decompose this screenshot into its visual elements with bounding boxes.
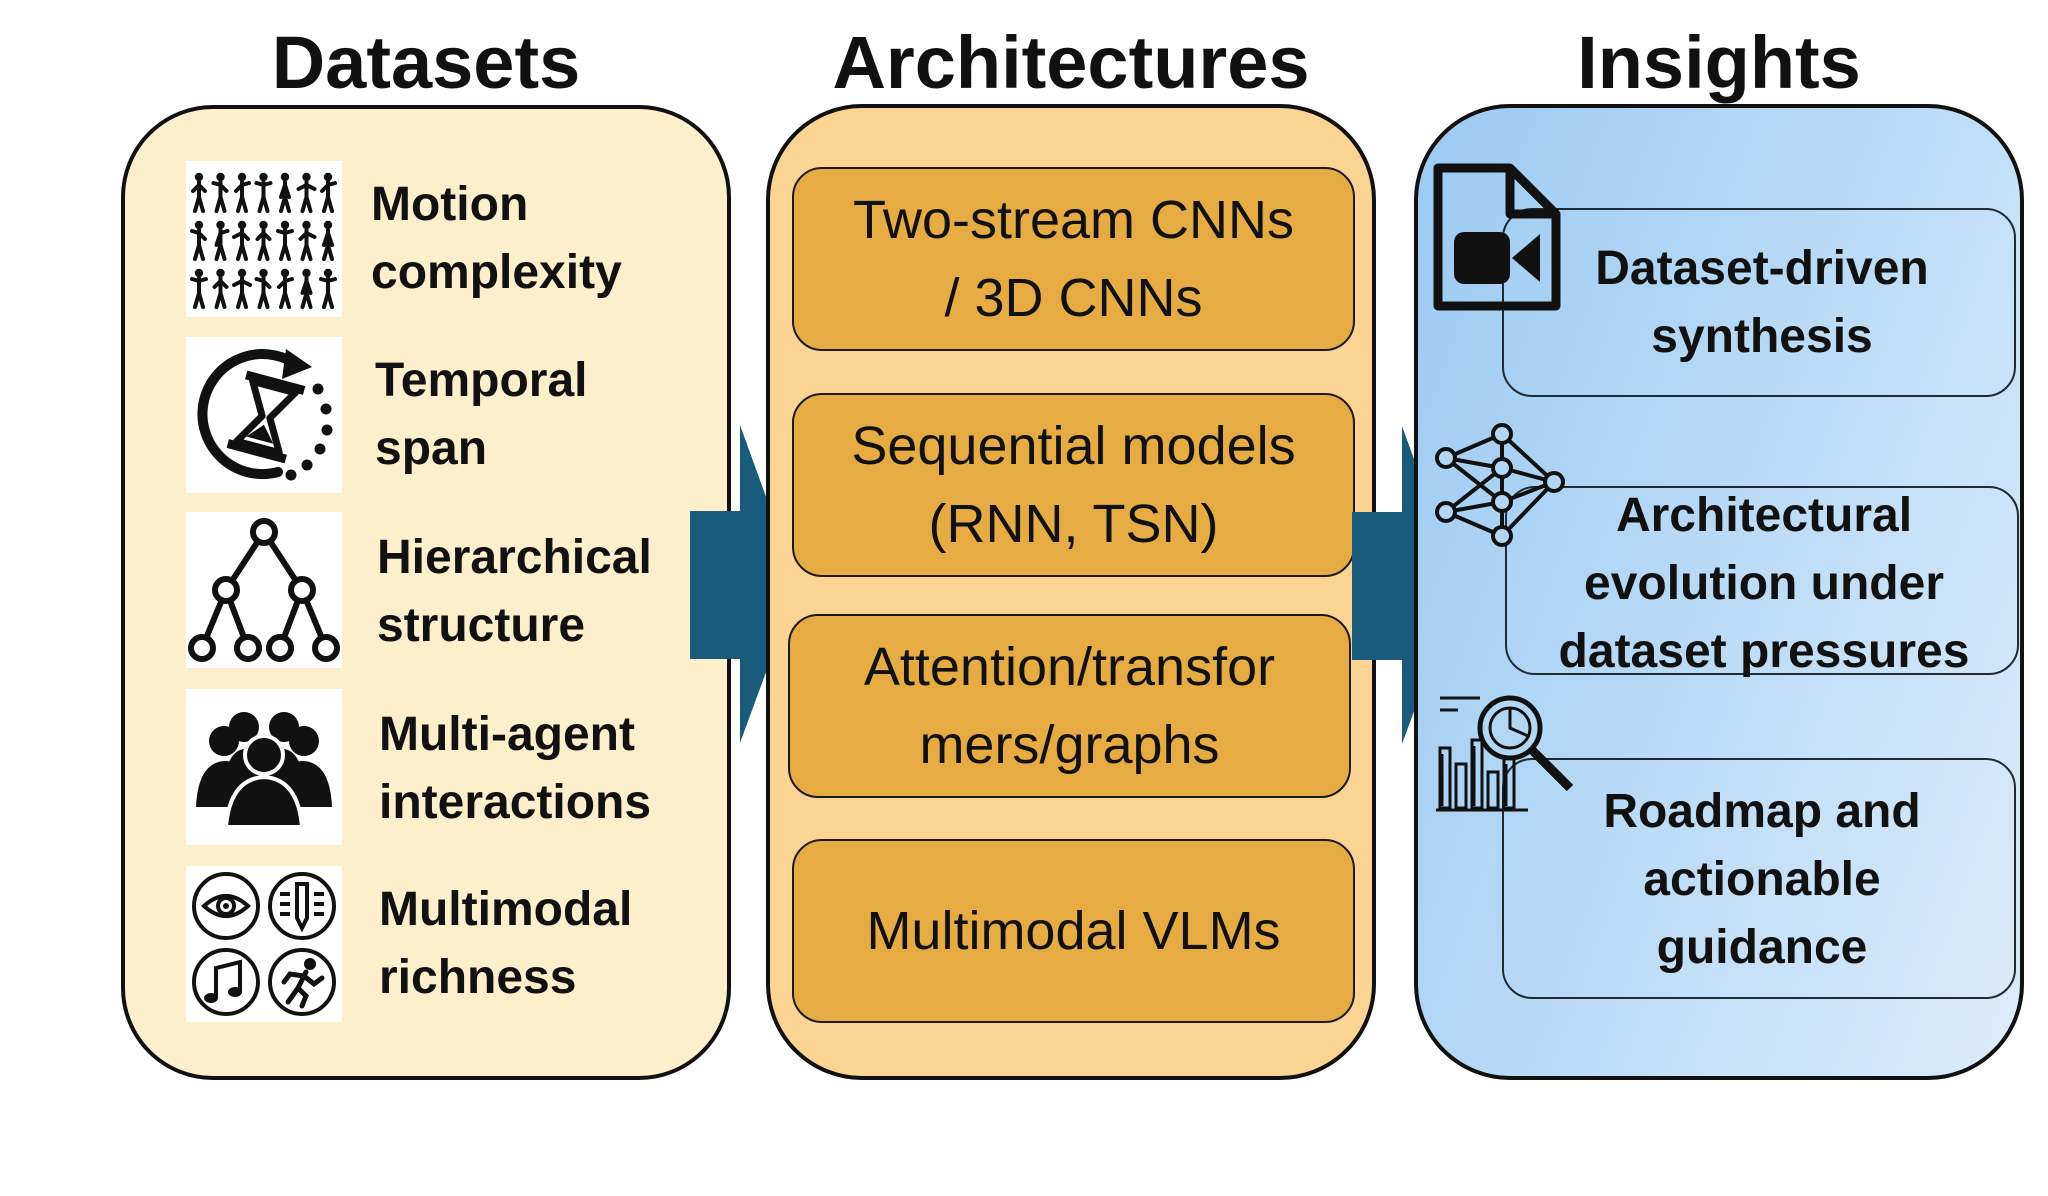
architecture-label: Sequential models (RNN, TSN) — [851, 416, 1296, 554]
insight-label: Dataset-driven synthesis — [1595, 242, 1929, 363]
dataset-label: Temporal span — [375, 354, 588, 475]
person-pose — [296, 172, 317, 213]
person-pose — [232, 268, 252, 309]
architectures-heading: Architectures — [832, 21, 1310, 104]
insight-box — [1505, 486, 2019, 675]
dataset-label: Multimodal richness — [379, 883, 633, 1004]
person-pose — [254, 172, 273, 213]
multimodal-senses-icon — [186, 866, 342, 1022]
person-pose — [234, 172, 251, 213]
arrow-datasets-to-architectures — [690, 425, 798, 743]
person-pose — [255, 220, 272, 261]
hourglass-cycle-icon — [186, 337, 342, 493]
chart-magnifier-icon — [1436, 695, 1574, 812]
insight-box — [1502, 758, 2016, 999]
dataset-label: Motion complexity — [371, 178, 622, 299]
person-pose — [214, 220, 230, 261]
insight-label: Roadmap and actionable guidance — [1603, 785, 1921, 974]
tree-hierarchy-icon — [186, 512, 342, 668]
people-poses-icon — [186, 161, 342, 317]
datasets-heading: Datasets — [271, 21, 581, 104]
person-pose — [298, 220, 317, 261]
datasets-panel: Motion complexity Temporal span — [121, 105, 731, 1080]
architecture-label: Multimodal VLMs — [866, 901, 1281, 961]
person-pose — [276, 220, 294, 261]
architecture-box: Multimodal VLMs — [792, 839, 1355, 1023]
person-pose — [277, 268, 294, 309]
architecture-label: Attention/transfor mers/graphs — [863, 637, 1276, 775]
insights-heading: Insights — [1577, 21, 1861, 104]
person-pose — [322, 220, 334, 261]
insights-panel: Dataset-driven synthesis Architectural e… — [1414, 104, 2024, 1080]
arrow-architectures-to-insights — [1352, 426, 1460, 744]
person-pose — [300, 268, 313, 309]
architecture-label: Two-stream CNNs / 3D CNNs — [852, 190, 1295, 328]
person-pose — [279, 172, 291, 213]
person-pose — [191, 172, 207, 213]
neural-network-icon — [1435, 423, 1565, 547]
person-pose — [254, 268, 272, 309]
person-pose — [211, 172, 229, 213]
dataset-label: Multi-agent interactions — [379, 708, 652, 829]
architectures-panel: Two-stream CNNs / 3D CNNs Sequential mod… — [766, 104, 1376, 1080]
insight-label: Architectural evolution under dataset pr… — [1558, 489, 1970, 678]
group-people-icon — [186, 689, 342, 845]
video-file-icon — [1433, 163, 1561, 311]
architecture-box: Attention/transfor mers/graphs — [788, 614, 1351, 798]
person-pose — [190, 268, 208, 309]
person-pose — [320, 172, 337, 213]
dataset-label: Hierarchical structure — [377, 531, 652, 652]
person-pose — [190, 220, 207, 261]
architecture-box: Two-stream CNNs / 3D CNNs — [792, 167, 1355, 351]
person-pose — [319, 268, 337, 309]
person-pose — [232, 220, 250, 261]
person-pose — [212, 268, 229, 309]
architecture-box: Sequential models (RNN, TSN) — [792, 393, 1355, 577]
